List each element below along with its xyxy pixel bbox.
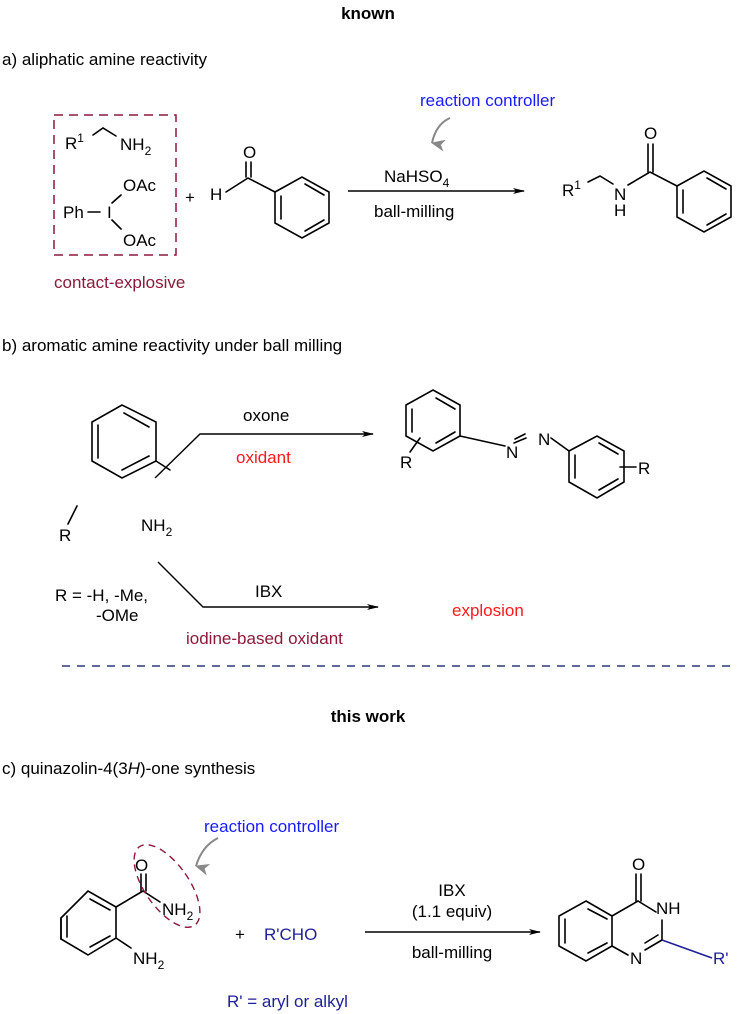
atom-label: OAc bbox=[123, 176, 157, 195]
reaction-controller-label-a: reaction controller bbox=[420, 91, 555, 110]
reaction-controller-highlight bbox=[133, 844, 201, 928]
r-definition-line1: R = -H, -Me, bbox=[55, 586, 148, 605]
atom-label: R bbox=[638, 459, 650, 478]
plus-sign: + bbox=[185, 188, 195, 207]
atom-label: O bbox=[243, 143, 256, 162]
reagent-ibx-b: IBX bbox=[255, 582, 282, 601]
explosion-label: explosion bbox=[452, 601, 524, 620]
atom-label: NH2 bbox=[120, 135, 152, 158]
r-prime-definition: R' = aryl or alkyl bbox=[227, 992, 348, 1011]
benzaldehyde-structure: O H bbox=[210, 143, 330, 239]
heading-known: known bbox=[341, 4, 395, 23]
atom-label: NH2 bbox=[141, 516, 173, 539]
reagent-equiv: (1.1 equiv) bbox=[412, 902, 492, 921]
atom-label: O bbox=[135, 856, 148, 875]
atom-label: O bbox=[644, 124, 657, 143]
iodobenzene-diacetate-structure: OAc Ph I OAc bbox=[63, 176, 157, 250]
atom-label: R bbox=[59, 526, 71, 545]
reaction-arrow-ibx-b bbox=[157, 561, 379, 610]
atom-label: I bbox=[107, 203, 112, 222]
heading-this-work: this work bbox=[331, 707, 406, 726]
plus-sign-c: + bbox=[235, 925, 245, 944]
reagent-ibx-c: IBX bbox=[438, 881, 465, 900]
contact-explosive-box bbox=[53, 114, 177, 256]
condition-ball-milling-a: ball-milling bbox=[374, 202, 454, 221]
atom-label: O bbox=[632, 855, 645, 874]
atom-label: R bbox=[400, 453, 412, 472]
section-a: a) aliphatic amine reactivity R1 NH2 OAc… bbox=[2, 50, 732, 292]
atom-label: N bbox=[538, 430, 550, 449]
reaction-controller-label-c: reaction controller bbox=[204, 817, 339, 836]
quinazolinone-product-structure: O NH N R' bbox=[558, 855, 729, 968]
atom-label: NH bbox=[656, 899, 681, 918]
reaction-arrow-oxone bbox=[154, 431, 374, 479]
section-c: c) quinazolin-4(3H)-one synthesis reacti… bbox=[2, 759, 729, 1011]
atom-label: N bbox=[506, 443, 518, 462]
iodine-based-oxidant-label: iodine-based oxidant bbox=[186, 629, 343, 648]
aliphatic-amine-structure: R1 NH2 bbox=[65, 127, 152, 158]
atom-label: N bbox=[630, 949, 642, 968]
reagent-oxone: oxone bbox=[243, 406, 289, 425]
curved-arrow-icon bbox=[195, 837, 219, 876]
aldehyde-rcho: R'CHO bbox=[264, 925, 317, 944]
curved-arrow-icon bbox=[431, 117, 451, 152]
section-b: b) aromatic amine reactivity under ball … bbox=[2, 336, 650, 648]
atom-label: H bbox=[614, 201, 626, 220]
atom-label: Ph bbox=[63, 203, 84, 222]
aniline-structure: NH2 R bbox=[59, 404, 173, 545]
section-a-title: a) aliphatic amine reactivity bbox=[2, 50, 208, 69]
oxidant-label: oxidant bbox=[236, 448, 291, 467]
atom-label: NH2 bbox=[133, 949, 165, 972]
r-definition-line2: -OMe bbox=[96, 606, 139, 625]
atom-label: R1 bbox=[65, 131, 84, 153]
atom-label: OAc bbox=[123, 231, 157, 250]
atom-label: H bbox=[210, 185, 222, 204]
condition-ball-milling-c: ball-milling bbox=[412, 943, 492, 962]
azobenzene-product-structure: R N N R bbox=[400, 389, 650, 499]
reagent-nahso4: NaHSO4 bbox=[384, 167, 450, 190]
anthranilamide-structure: O NH2 NH2 bbox=[60, 844, 201, 972]
r-prime-bond bbox=[661, 939, 713, 959]
section-c-title: c) quinazolin-4(3H)-one synthesis bbox=[2, 759, 255, 778]
section-b-title: b) aromatic amine reactivity under ball … bbox=[2, 336, 342, 355]
atom-label: R' bbox=[713, 949, 729, 968]
atom-label: R1 bbox=[562, 178, 581, 200]
benzamide-product-structure: R1 N H O bbox=[562, 124, 732, 233]
atom-label: N bbox=[614, 185, 626, 204]
atom-label: NH2 bbox=[162, 900, 194, 923]
contact-explosive-label: contact-explosive bbox=[54, 273, 185, 292]
